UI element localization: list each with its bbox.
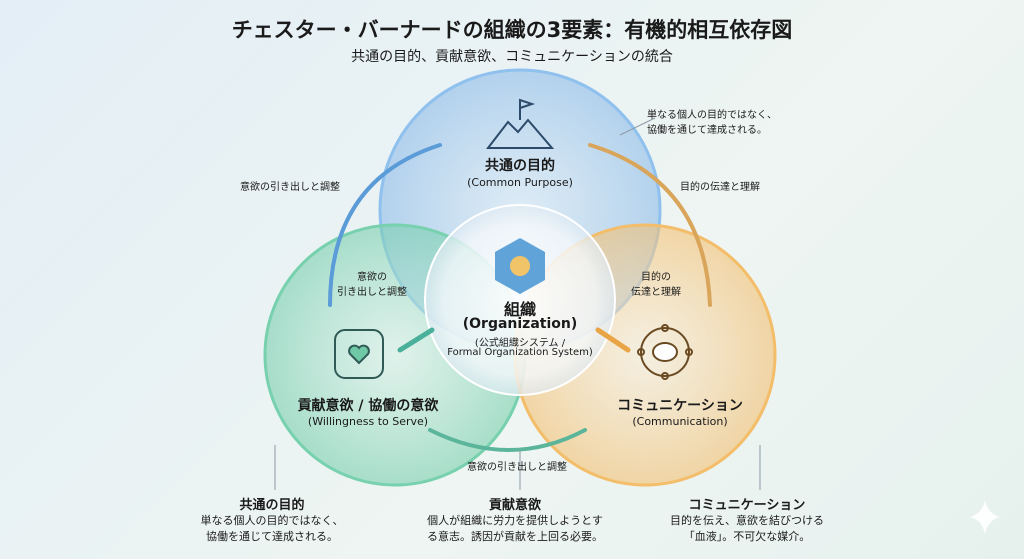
annotation-line: 伝達と理解	[631, 287, 681, 298]
sparkle-icon	[970, 500, 1000, 534]
footer-heading: 貢献意欲	[488, 498, 541, 513]
annotation-left-inner: 意欲の引き出しと調整	[337, 270, 407, 300]
purpose-en: (Common Purpose)	[467, 176, 573, 189]
hands-heart-icon	[334, 329, 384, 379]
annotation-top-right: 単なる個人の目的ではなく、協働を通じて達成される。	[647, 108, 777, 138]
footer-heading: コミュニケーション	[688, 498, 806, 513]
footer-communication: コミュニケーション目的を伝え、意欲を結びつける「血液」。不可欠な媒介。	[670, 494, 824, 545]
annotation-right-outer: 目的の伝達と理解	[680, 182, 760, 193]
footer-heading: 共通の目的	[239, 498, 305, 513]
annotation-line: 引き出しと調整	[337, 287, 407, 298]
purpose-label: 共通の目的	[485, 158, 555, 174]
footer-willingness: 貢献意欲個人が組織に労力を提供しようとする意志。誘因が貢献を上回る必要。	[427, 494, 603, 545]
footer-text: 個人が組織に労力を提供しようとす	[427, 514, 603, 527]
annotation-bottom: 意欲の引き出しと調整	[467, 462, 567, 473]
network-chat-icon	[637, 324, 693, 380]
communication-label: コミュニケーション	[617, 398, 743, 414]
annotation-left-outer: 意欲の引き出しと調整	[240, 182, 340, 193]
annotation-line: 意欲の	[357, 272, 387, 283]
willingness-label: 貢献意欲 / 協働の意欲	[297, 398, 439, 414]
footer-text: 協働を通じて達成される。	[206, 530, 338, 543]
footer-purpose: 共通の目的単なる個人の目的ではなく、協働を通じて達成される。	[201, 494, 344, 545]
arrow-purpose-communication	[588, 143, 712, 307]
center-en: (Organization)	[462, 316, 578, 332]
footer-text: る意志。誘因が貢献を上回る必要。	[427, 530, 603, 543]
footer-text: 「血液」。不可欠な媒介。	[683, 530, 811, 543]
page-title: チェスター・バーナードの組織の3要素：有機的相互依存図	[231, 18, 793, 42]
organization-circle	[424, 204, 616, 396]
annotation-line: 単なる個人の目的ではなく、	[647, 110, 777, 121]
mountain-flag-icon	[485, 98, 555, 149]
organization-logo-icon	[495, 238, 545, 294]
page-subtitle: 共通の目的、貢献意欲、コミュニケーションの統合	[351, 49, 673, 65]
center-sub1: (公式組織システム /	[474, 338, 566, 349]
center-sub2: Formal Organization System)	[447, 347, 593, 358]
communication-en: (Communication)	[632, 415, 728, 428]
center-label: 組織	[503, 300, 537, 319]
arrow-center-right	[595, 327, 631, 353]
arrow-willingness-communication	[428, 428, 587, 452]
footer-text: 単なる個人の目的ではなく、	[200, 514, 344, 527]
footer-text: 目的を伝え、意欲を結びつける	[670, 514, 824, 527]
willingness-en: (Willingness to Serve)	[307, 415, 429, 428]
arrow-purpose-willingness	[328, 143, 442, 307]
annotation-line: 協働を通じて達成される。	[647, 125, 767, 136]
annotation-line: 目的の	[641, 272, 671, 283]
arrow-center-left	[397, 327, 435, 353]
annotation-right-inner: 目的の伝達と理解	[631, 270, 681, 300]
